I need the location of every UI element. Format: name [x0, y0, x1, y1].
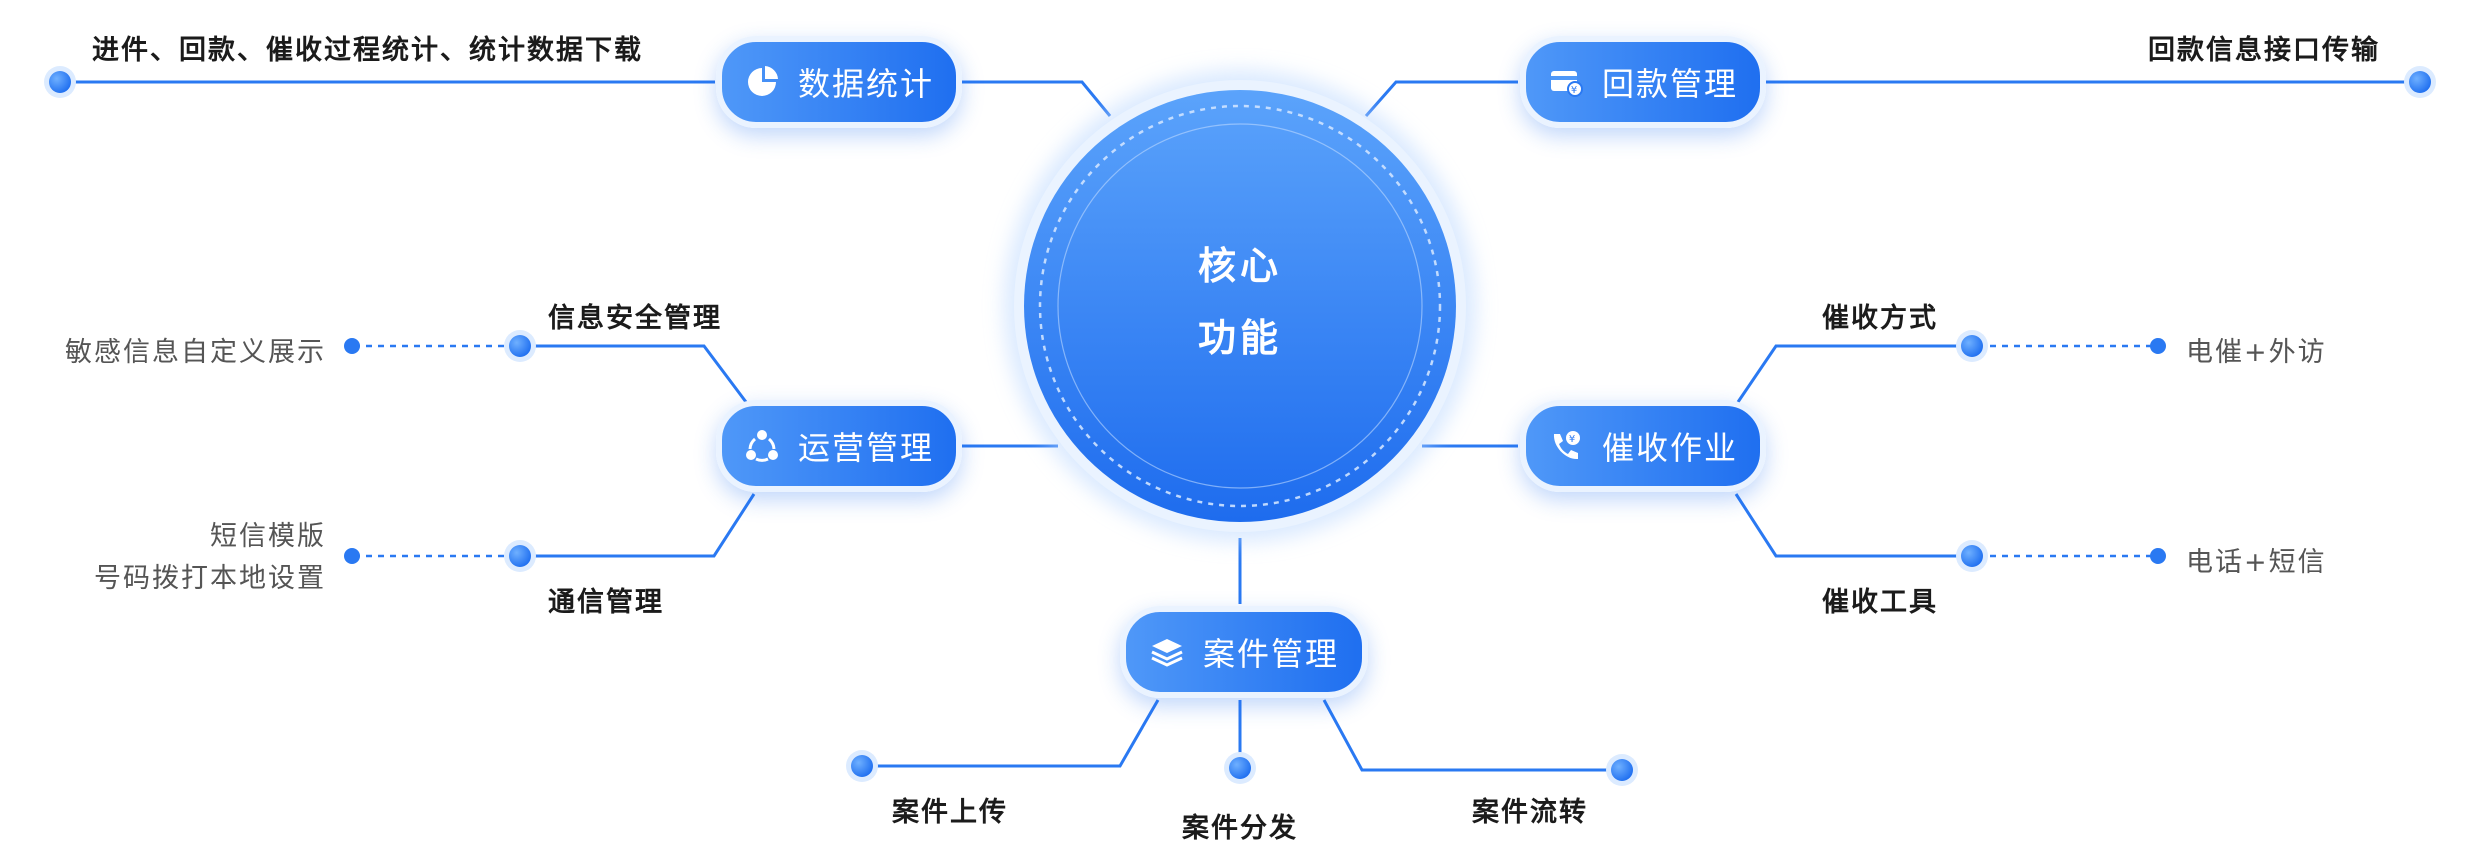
connector-lines [60, 80, 2416, 772]
svg-text:¥: ¥ [1571, 85, 1579, 96]
dot-sensitive [344, 338, 360, 354]
sensitive-info-label: 敏感信息自定义展示 [65, 337, 326, 368]
line-stats-core [962, 80, 1112, 117]
dot-collect-method [1956, 330, 1988, 362]
module-operations-button[interactable]: 运营管理 [716, 400, 962, 492]
number-setting-label: 号码拨打本地设置 [94, 563, 326, 594]
dot-phone-sms [2150, 548, 2166, 564]
card-payment-icon: ¥ [1548, 64, 1584, 100]
line-cases-transfer [1322, 699, 1620, 772]
stats-description: 进件、回款、催收过程统计、统计数据下载 [92, 35, 643, 66]
module-operations-label: 运营管理 [797, 429, 934, 467]
case-transfer-label: 案件流转 [1472, 797, 1588, 828]
line-collect-method [1736, 344, 1970, 403]
payment-description: 回款信息接口传输 [2148, 35, 2380, 66]
module-collection-button[interactable]: ¥ 催收作业 [1520, 400, 1766, 492]
module-cases-label: 案件管理 [1202, 635, 1339, 673]
core-circle [1004, 70, 1476, 542]
visit-label: 电催+外访 [2186, 337, 2327, 368]
node-dots [44, 66, 2436, 786]
dot-payment-desc [2404, 66, 2436, 98]
dot-case-upload [846, 750, 878, 782]
collection-method-label: 催收方式 [1822, 303, 1938, 334]
line-ops-security [520, 344, 748, 403]
line-collect-tool [1734, 493, 1970, 558]
module-payment-button[interactable]: ¥ 回款管理 [1520, 36, 1766, 128]
dot-info-security [504, 330, 536, 362]
module-payment-label: 回款管理 [1601, 65, 1738, 103]
dashed-connectors [354, 344, 2156, 558]
dot-comm [504, 540, 536, 572]
core-title-line1: 核心 [1197, 244, 1282, 288]
dot-collect-tool [1956, 540, 1988, 572]
case-upload-label: 案件上传 [892, 797, 1008, 828]
dot-visit [2150, 338, 2166, 354]
dot-number-setting [344, 548, 360, 564]
case-dispatch-label: 案件分发 [1182, 813, 1298, 844]
line-payment-core [1364, 80, 1518, 117]
module-collection-label: 催收作业 [1601, 429, 1738, 467]
info-security-label: 信息安全管理 [548, 303, 722, 334]
module-cases-button[interactable]: 案件管理 [1120, 606, 1368, 698]
line-ops-comm [520, 493, 756, 558]
share-nodes-icon [744, 428, 780, 464]
collection-tool-label: 催收工具 [1822, 587, 1938, 618]
line-cases-upload [862, 699, 1160, 768]
core-title-line2: 功能 [1197, 316, 1282, 360]
dot-stats-desc [44, 66, 76, 98]
module-stats-label: 数据统计 [797, 65, 934, 103]
phone-sms-label: 电话+短信 [2186, 547, 2327, 578]
dot-case-dispatch [1224, 752, 1256, 784]
pie-chart-icon [744, 64, 780, 100]
sms-template-label: 短信模版 [210, 521, 326, 552]
module-stats-button[interactable]: 数据统计 [716, 36, 962, 128]
comm-mgmt-label: 通信管理 [548, 587, 664, 618]
svg-text:¥: ¥ [1569, 434, 1577, 445]
dot-case-transfer [1606, 754, 1638, 786]
layers-icon [1149, 634, 1185, 670]
core-title: 核心 功能 [1040, 230, 1440, 374]
phone-money-icon: ¥ [1548, 428, 1584, 464]
